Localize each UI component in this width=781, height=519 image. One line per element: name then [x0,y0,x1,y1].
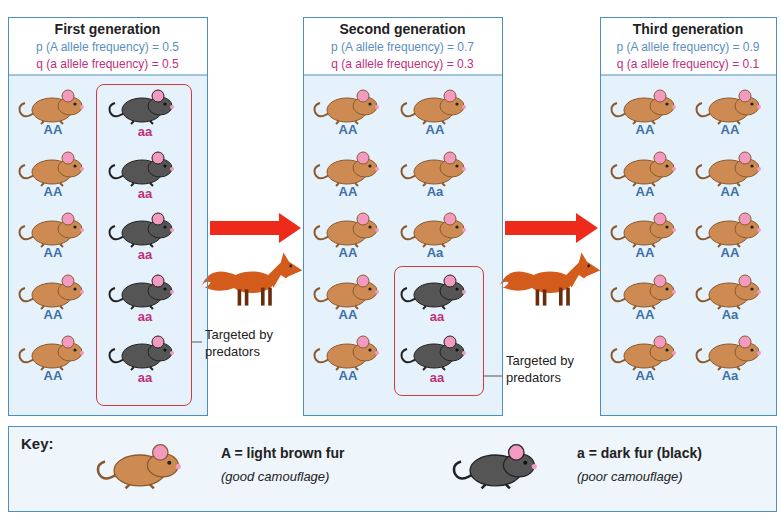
brown-mouse [315,90,379,124]
black-mouse [110,336,174,370]
brown-mouse [697,336,761,370]
brown-mouse [402,213,466,247]
genotype-label: aa [110,124,180,139]
genotype-label: AA [313,245,383,260]
genotype-label: AA [695,245,765,260]
genotype-label: AA [18,184,88,199]
genotype-label: AA [313,368,383,383]
genotype-label: AA [18,368,88,383]
genotype-label: Aa [400,245,470,260]
genotype-label: aa [402,309,472,324]
brown-mouse [20,336,84,370]
key-note: (poor camouflage) [577,469,683,484]
brown-mouse [612,275,676,309]
predator-target-box: aa aa aa aa aa [96,84,192,406]
brown-mouse [697,213,761,247]
genotype-label: AA [695,122,765,137]
allele-frequency-q: q (a allele frequency) = 0.5 [9,57,206,71]
brown-mouse [20,90,84,124]
brown-mouse [315,152,379,186]
key-brown-mouse [98,445,181,489]
allele-frequency-q: q (a allele frequency) = 0.3 [304,57,501,71]
genotype-label: AA [313,184,383,199]
allele-frequency-p: p (A allele frequency) = 0.5 [9,40,206,54]
genotype-label: Aa [695,368,765,383]
genotype-label: aa [402,370,472,385]
black-mouse [110,90,174,124]
brown-mouse [612,90,676,124]
brown-mouse [612,152,676,186]
key-entry: a = dark fur (black) [577,445,702,461]
brown-mouse [612,336,676,370]
key-black-mouse [454,445,537,489]
panel-heading: First generation [9,21,206,37]
fox-predator [202,253,303,306]
genotype-label: AA [610,307,680,322]
panel-heading: Third generation [601,21,775,37]
brown-mouse [315,213,379,247]
brown-mouse [20,152,84,186]
genotype-label: AA [18,245,88,260]
allele-frequency-p: p (A allele frequency) = 0.7 [304,40,501,54]
brown-mouse [697,275,761,309]
genotype-label: aa [110,247,180,262]
brown-mouse [20,213,84,247]
brown-mouse [612,213,676,247]
genotype-label: aa [110,309,180,324]
genotype-label: AA [610,245,680,260]
genotype-label: AA [400,122,470,137]
predator-note: Targeted by predators [205,326,295,360]
genotype-label: AA [313,122,383,137]
genotype-label: Aa [400,184,470,199]
genotype-label: aa [110,370,180,385]
black-mouse [110,275,174,309]
genotype-label: AA [18,307,88,322]
panel-grounds [8,17,777,512]
leader-line [484,376,503,377]
genotype-label: Aa [695,307,765,322]
leader-line [192,342,202,343]
panel-heading: Second generation [304,21,501,37]
brown-mouse [402,152,466,186]
brown-mouse [697,152,761,186]
key-heading: Key: [21,435,54,452]
generation-panel: Third generation p (A allele frequency) =… [600,17,777,416]
predator-target-box: aa aa [394,266,484,396]
black-mouse [110,213,174,247]
genotype-label: aa [110,186,180,201]
black-mouse [402,336,466,370]
black-mouse [110,152,174,186]
key-entry: A = light brown fur [221,445,345,461]
genotype-label: AA [313,307,383,322]
key-note: (good camouflage) [221,469,329,484]
flow-arrow [210,213,301,243]
predator-note: Targeted by predators [506,352,594,386]
black-mouse [402,275,466,309]
genotype-label: AA [610,368,680,383]
key-box: Key: A = light brown fur (good camouflage)… [8,426,777,512]
generation-panel: First generation p (A allele frequency) =… [8,17,208,416]
genotype-label: AA [610,184,680,199]
genotype-label: AA [610,122,680,137]
brown-mouse [20,275,84,309]
allele-frequency-q: q (a allele frequency) = 0.1 [601,57,775,71]
allele-frequency-p: p (A allele frequency) = 0.9 [601,40,775,54]
brown-mouse [697,90,761,124]
brown-mouse [315,336,379,370]
flow-arrow [505,213,598,243]
fox-predator [500,253,601,306]
generation-panel: Second generation p (A allele frequency) … [303,17,503,416]
genotype-label: AA [695,184,765,199]
genotype-label: AA [18,122,88,137]
brown-mouse [402,90,466,124]
brown-mouse [315,275,379,309]
